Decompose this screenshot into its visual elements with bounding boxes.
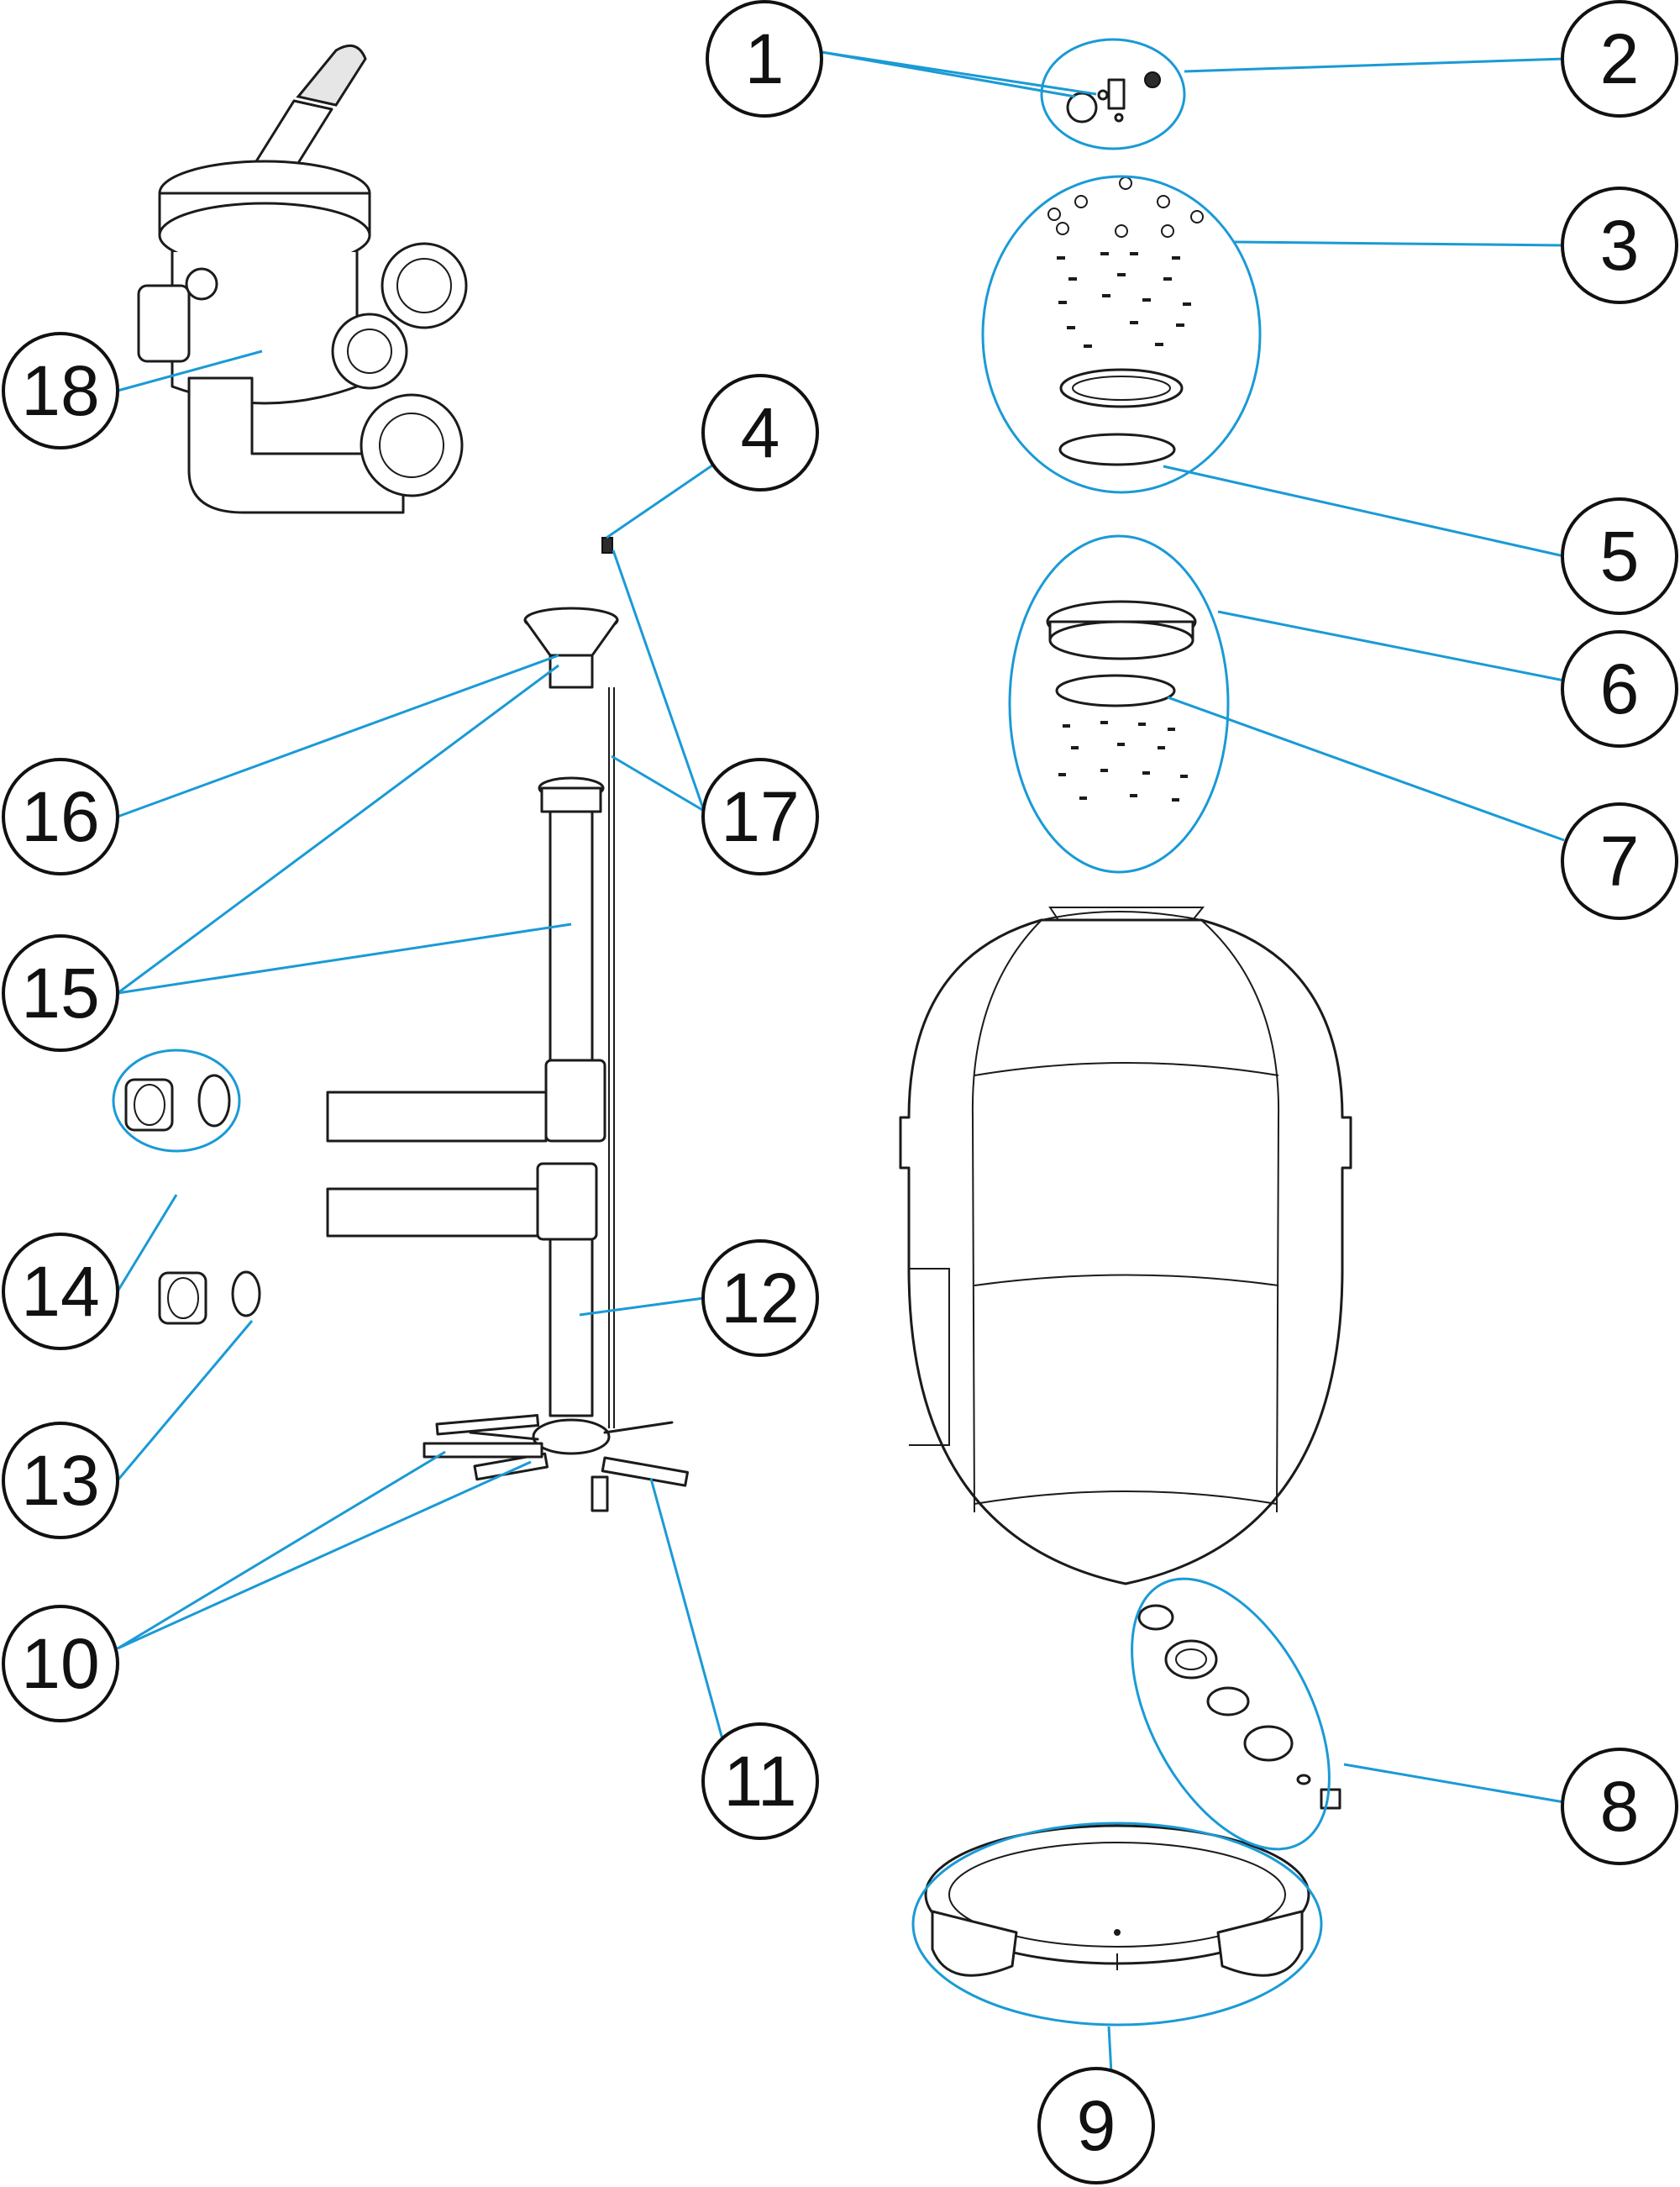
o-ring-upper bbox=[1058, 433, 1176, 466]
riser-assembly bbox=[326, 607, 689, 1512]
callout-13: 13 bbox=[2, 1422, 119, 1539]
callout-4: 4 bbox=[701, 374, 819, 492]
callout-number: 10 bbox=[21, 1624, 99, 1703]
vent-fittings bbox=[1066, 71, 1161, 124]
callout-3: 3 bbox=[1561, 187, 1678, 304]
callout-number: 17 bbox=[721, 777, 799, 856]
lower-collar-parts bbox=[1046, 600, 1197, 802]
callout-number: 11 bbox=[723, 1742, 796, 1821]
union-fittings bbox=[124, 1074, 261, 1325]
callout-6: 6 bbox=[1561, 630, 1678, 748]
callout-2: 2 bbox=[1561, 0, 1678, 118]
callout-18: 18 bbox=[2, 332, 119, 449]
group-outlines bbox=[112, 38, 1331, 2027]
callout-number: 8 bbox=[1600, 1767, 1640, 1846]
callout-number: 16 bbox=[21, 777, 99, 856]
callout-number: 12 bbox=[721, 1259, 799, 1338]
callout-number: 13 bbox=[21, 1441, 99, 1520]
callout-17: 17 bbox=[701, 758, 819, 875]
callout-number: 1 bbox=[745, 19, 785, 98]
callout-number: 2 bbox=[1600, 19, 1640, 98]
callout-number: 4 bbox=[741, 393, 780, 472]
filter-tank bbox=[899, 907, 1352, 1585]
callout-number: 6 bbox=[1600, 649, 1640, 728]
callout-number: 14 bbox=[21, 1252, 99, 1331]
callout-7: 7 bbox=[1561, 802, 1678, 920]
callout-9: 9 bbox=[1037, 2067, 1155, 2184]
callout-number: 3 bbox=[1600, 206, 1640, 285]
callout-number: 5 bbox=[1600, 517, 1640, 596]
callout-15: 15 bbox=[2, 934, 119, 1052]
callout-8: 8 bbox=[1561, 1748, 1678, 1865]
callout-number: 9 bbox=[1077, 2086, 1116, 2165]
callout-5: 5 bbox=[1561, 497, 1678, 615]
drain-assembly bbox=[1137, 1604, 1341, 1810]
callout-16: 16 bbox=[2, 758, 119, 875]
callout-12: 12 bbox=[701, 1239, 819, 1357]
callout-11: 11 bbox=[701, 1722, 819, 1840]
upper-diffuser-parts bbox=[1047, 176, 1204, 408]
callout-1: 1 bbox=[706, 0, 823, 118]
leader-lines bbox=[116, 50, 1565, 2106]
multiport-valve bbox=[137, 44, 468, 514]
vent-screw bbox=[601, 537, 613, 554]
callout-14: 14 bbox=[2, 1233, 119, 1350]
callout-number: 15 bbox=[21, 954, 99, 1033]
callout-number: 18 bbox=[21, 351, 99, 430]
tank-base bbox=[924, 1824, 1310, 1977]
callout-10: 10 bbox=[2, 1605, 119, 1722]
callout-number: 7 bbox=[1600, 822, 1640, 901]
